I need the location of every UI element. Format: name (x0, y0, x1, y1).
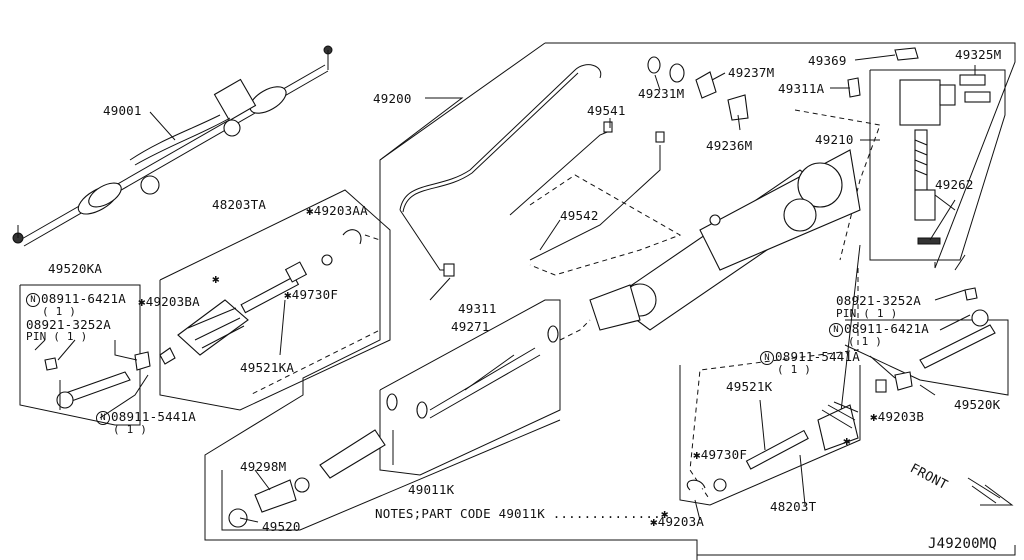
leader-48203T (799, 454, 806, 506)
assembly-outline-inner (839, 244, 861, 421)
label-49203A: ✱49203A (650, 514, 705, 529)
label-08921-3252A-right: 08921-3252A (836, 293, 921, 308)
label-49237M: 49237M (728, 65, 775, 80)
label-08911-6421A-left-qty: ( 1 ) (42, 305, 77, 318)
leader-49369 (854, 54, 896, 61)
rack-box (379, 299, 561, 476)
label-49236M: 49236M (706, 138, 753, 153)
leader-49520 (239, 517, 259, 523)
label-49325M: 49325M (955, 47, 1002, 62)
label-49520KA: 49520KA (48, 261, 103, 276)
boot-box-right-dash (689, 268, 859, 501)
label-49271: 49271 (451, 319, 490, 334)
boot-box-left (159, 189, 391, 411)
leader-49262 (934, 194, 956, 211)
label-49298M: 49298M (240, 459, 287, 474)
label-49520K: 49520K (954, 397, 1001, 412)
leader-08921-r (934, 289, 966, 301)
leader-08911-6421A-l (114, 340, 138, 361)
label-note: NOTES;PART CODE 49011K ..............✱ (375, 506, 669, 521)
label-49203AA: ✱49203AA (306, 203, 368, 218)
label-49210: 49210 (815, 132, 854, 147)
seal-box (221, 419, 561, 531)
diagram-id: J49200MQ (928, 536, 998, 552)
front-arrow-icon (967, 477, 1014, 506)
label-48203T: 48203T (770, 499, 817, 514)
leader-49237M (711, 72, 726, 81)
leader-49521KA (279, 299, 286, 356)
label-star-right: ✱ (843, 433, 851, 448)
label-49311A: 49311A (778, 81, 825, 96)
assembly-outline-top (545, 42, 1016, 269)
label-49231M: 49231M (638, 86, 685, 101)
label-pin-right: PIN ( 1 ) (836, 307, 898, 320)
tie-rod-left (34, 339, 151, 410)
leader-49520K (919, 384, 936, 396)
label-08911-5441A-left-qty: ( 1 ) (113, 423, 148, 436)
label-49730F-left: ✱49730F (284, 287, 339, 302)
label-49203BA: ✱49203BA (138, 294, 200, 309)
valve-box (869, 69, 1006, 261)
label-49311: 49311 (458, 301, 497, 316)
seals-top (647, 47, 919, 121)
label-49521KA: 49521KA (240, 360, 295, 375)
label-49011K: 49011K (408, 482, 455, 497)
pipe-dash-box (529, 174, 682, 276)
label-49001: 49001 (103, 103, 142, 118)
leader-49521K (759, 399, 766, 451)
gear-assembly-49001 (12, 45, 333, 247)
leader-49001 (149, 111, 176, 141)
boot-box-right (679, 365, 861, 506)
label-49541: 49541 (587, 103, 626, 118)
label-08911-6421A-right-qty: ( 1 ) (848, 335, 883, 348)
leader-08911-5441A-l (99, 374, 149, 419)
tie-rod-box-left (19, 284, 141, 426)
leader-08911-5441A-r (869, 355, 896, 379)
label-49262: 49262 (935, 177, 974, 192)
leader-49231M (654, 74, 661, 91)
leader-49200 (379, 97, 464, 161)
boot-left (159, 229, 362, 365)
assembly-outline-left (204, 42, 698, 560)
leader-49298M (254, 469, 271, 491)
pipe-end-49311 (443, 263, 455, 277)
label-49521K: 49521K (726, 379, 773, 394)
leader-08911-6421A-r (939, 314, 971, 331)
label-49200: 49200 (373, 91, 412, 106)
valve-body (899, 74, 991, 245)
label-49369: 49369 (808, 53, 847, 68)
label-49203B: ✱49203B (870, 409, 925, 424)
label-08911-5441A-right-qty: ( 1 ) (777, 363, 812, 376)
boot-right (686, 371, 913, 492)
label-49542: 49542 (560, 208, 599, 223)
leader-49236M (737, 114, 741, 131)
label-pin-left: PIN ( 1 ) (26, 330, 88, 343)
label-48203TA: 48203TA (212, 197, 267, 212)
label-08921-3252A-left: 08921-3252A (26, 317, 111, 332)
leader-49311 (429, 277, 451, 301)
tie-rod-box-right (844, 319, 1009, 396)
leader-pin-l (57, 339, 76, 361)
label-star-left: ✱ (212, 271, 220, 286)
rack-tube (228, 149, 861, 528)
rack-dash-link (559, 319, 591, 341)
pipe-49541-49542 (509, 129, 661, 261)
assembly-outline-bottom (696, 540, 1016, 556)
leader-49542 (539, 219, 561, 251)
tie-rod-right (919, 254, 996, 369)
label-49520: 49520 (262, 519, 301, 534)
label-49730F-right: ✱49730F (693, 447, 748, 462)
leader-49203A (694, 499, 701, 521)
